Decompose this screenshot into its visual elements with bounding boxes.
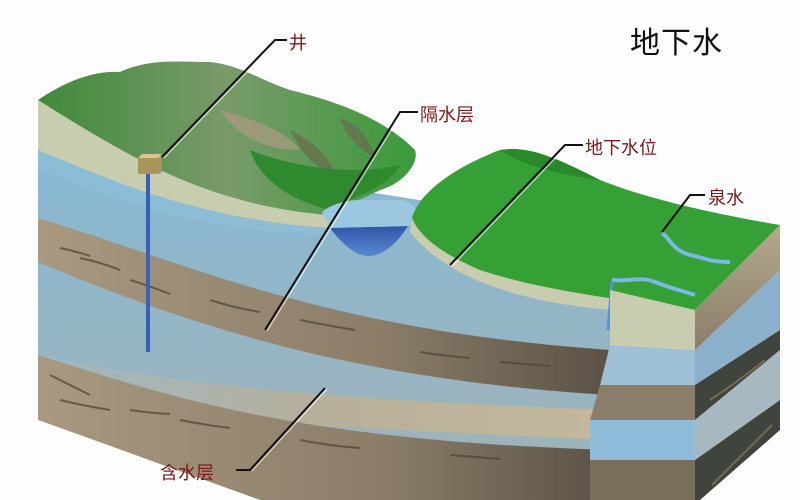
diagram-title: 地下水: [630, 26, 723, 61]
label-spring: 泉水: [708, 188, 744, 209]
right-hill: [412, 149, 780, 310]
well-pipe: [146, 168, 150, 352]
label-well: 井: [289, 33, 307, 54]
leader-lines: [161, 39, 705, 471]
lake: [330, 226, 408, 257]
bottom-rock-layer: [38, 355, 610, 500]
spring-stream: [660, 231, 731, 264]
hill-bare-patch: [220, 110, 300, 150]
label-aquifer: 含水层: [160, 463, 214, 484]
well-head: [138, 154, 162, 174]
aquitard-layer: [38, 218, 610, 395]
label-aquitard: 隔水层: [420, 105, 474, 126]
label-water-table: 地下水位: [585, 138, 657, 159]
aquifer-layer: [38, 355, 610, 440]
topsoil-layer: [38, 100, 330, 228]
